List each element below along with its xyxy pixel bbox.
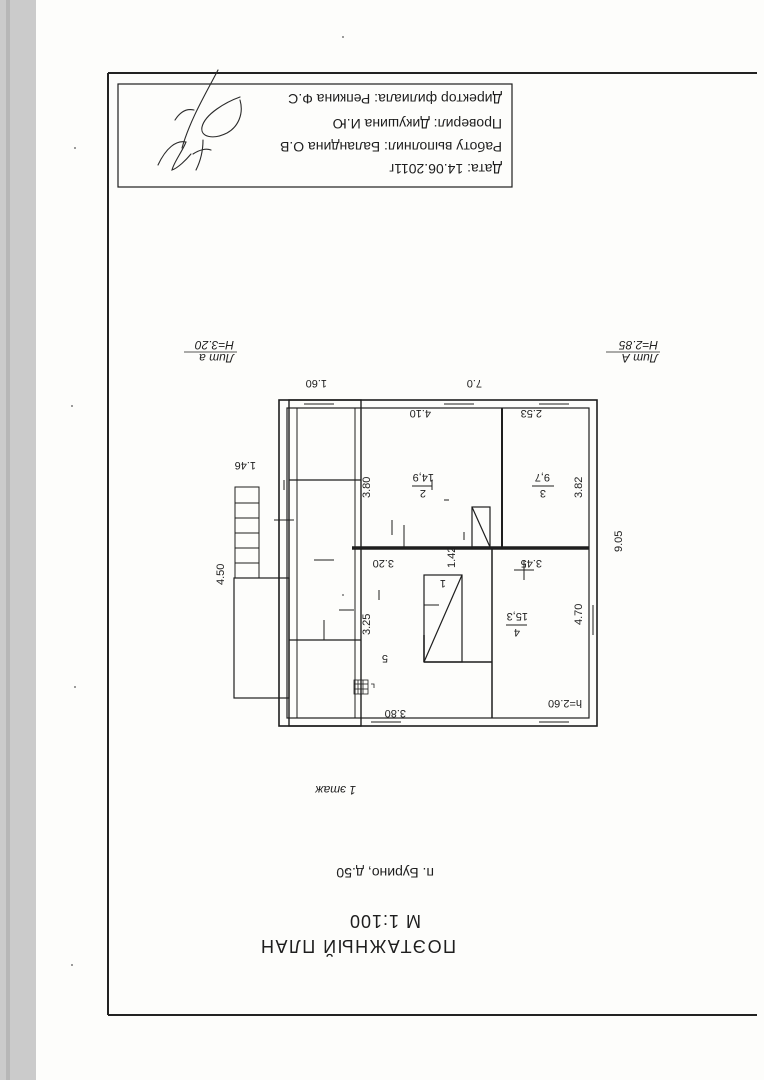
porch-column xyxy=(233,577,290,699)
room4-number: 4 xyxy=(514,626,520,638)
scan-specks xyxy=(71,36,348,966)
dim-room4-width: 3.45 xyxy=(521,557,542,569)
floor-label: 1 этаж xyxy=(315,783,356,797)
litera-porch-label: Лит а xyxy=(199,351,235,365)
scan-edge-strip xyxy=(0,0,36,1080)
porch-outer-wall xyxy=(288,399,362,727)
door-marks xyxy=(274,480,534,640)
litera-porch-height: H=3.20 xyxy=(195,338,234,352)
room3-area: 9,7 xyxy=(535,471,550,483)
main-inner-wall xyxy=(286,407,590,719)
dim-room4-length: 4.70 xyxy=(573,604,585,625)
litera-main-height: H=2.85 xyxy=(619,338,658,352)
handwritten-signature xyxy=(157,69,242,171)
room2-area: 14,9 xyxy=(413,471,434,483)
floor-plan-drawing xyxy=(233,399,598,727)
dim-top-main: 7.0 xyxy=(467,377,482,389)
litera-porch: Лит а H=3.20 xyxy=(184,338,237,365)
porch-inner-wall xyxy=(296,407,356,719)
dim-left-total: 9.05 xyxy=(613,531,625,552)
dim-stair-width: 1.46 xyxy=(235,459,256,471)
rotated-sheet-content: ПОЭТАЖНЫЙ ПЛАН М 1:100 п. Бурино, д.50 1… xyxy=(117,83,660,957)
document-scale: М 1:100 xyxy=(349,911,421,931)
exterior-stair xyxy=(234,486,260,579)
main-outer-wall xyxy=(278,399,598,727)
dim-room3-width: 2.53 xyxy=(521,407,542,419)
document-address: п. Бурино, д.50 xyxy=(336,865,434,881)
stamp-director: Директор филиала: Репкина Ф.С xyxy=(288,91,502,107)
room2-number: 2 xyxy=(420,487,426,499)
document-title: ПОЭТАЖНЫЙ ПЛАН xyxy=(259,936,456,957)
stamp-box: Дата: 14.06.2011г Работу выполнил: Балан… xyxy=(117,83,513,188)
dim-room3-length: 3.82 xyxy=(573,477,585,498)
dim-top-porch: 1.60 xyxy=(306,377,327,389)
room4-area: 15,3 xyxy=(507,610,528,622)
dim-room5-length: 3.25 xyxy=(361,614,373,635)
dim-corridor-width: 3.20 xyxy=(373,557,394,569)
dim-ceiling-height: h=2.60 xyxy=(548,697,582,709)
dim-porch-length: 4.50 xyxy=(215,564,227,585)
room3-number: 3 xyxy=(540,487,546,499)
dim-corridor-small: 1.42 xyxy=(446,547,458,568)
scan-edge-shadow xyxy=(6,0,10,1080)
stamp-checked-by: Проверил: Дикушина И.Ю xyxy=(333,116,502,132)
dim-bottom-room5: 3.80 xyxy=(385,707,406,719)
internal-stairs xyxy=(423,506,491,663)
stamp-performed-by: Работу выполнил: Баландина О.В xyxy=(280,139,502,155)
litera-main: Лит А H=2.85 xyxy=(606,338,660,365)
stamp-date: Дата: 14.06.2011г xyxy=(389,161,502,177)
room1-number: 1 xyxy=(440,577,446,589)
vent-grid-symbol xyxy=(353,679,375,695)
dim-room2-width: 4.10 xyxy=(410,407,431,419)
room5-number: 5 xyxy=(382,652,388,664)
windows xyxy=(288,399,598,727)
litera-main-label: Лит А xyxy=(622,351,659,365)
dim-room2-length: 3.80 xyxy=(361,477,373,498)
